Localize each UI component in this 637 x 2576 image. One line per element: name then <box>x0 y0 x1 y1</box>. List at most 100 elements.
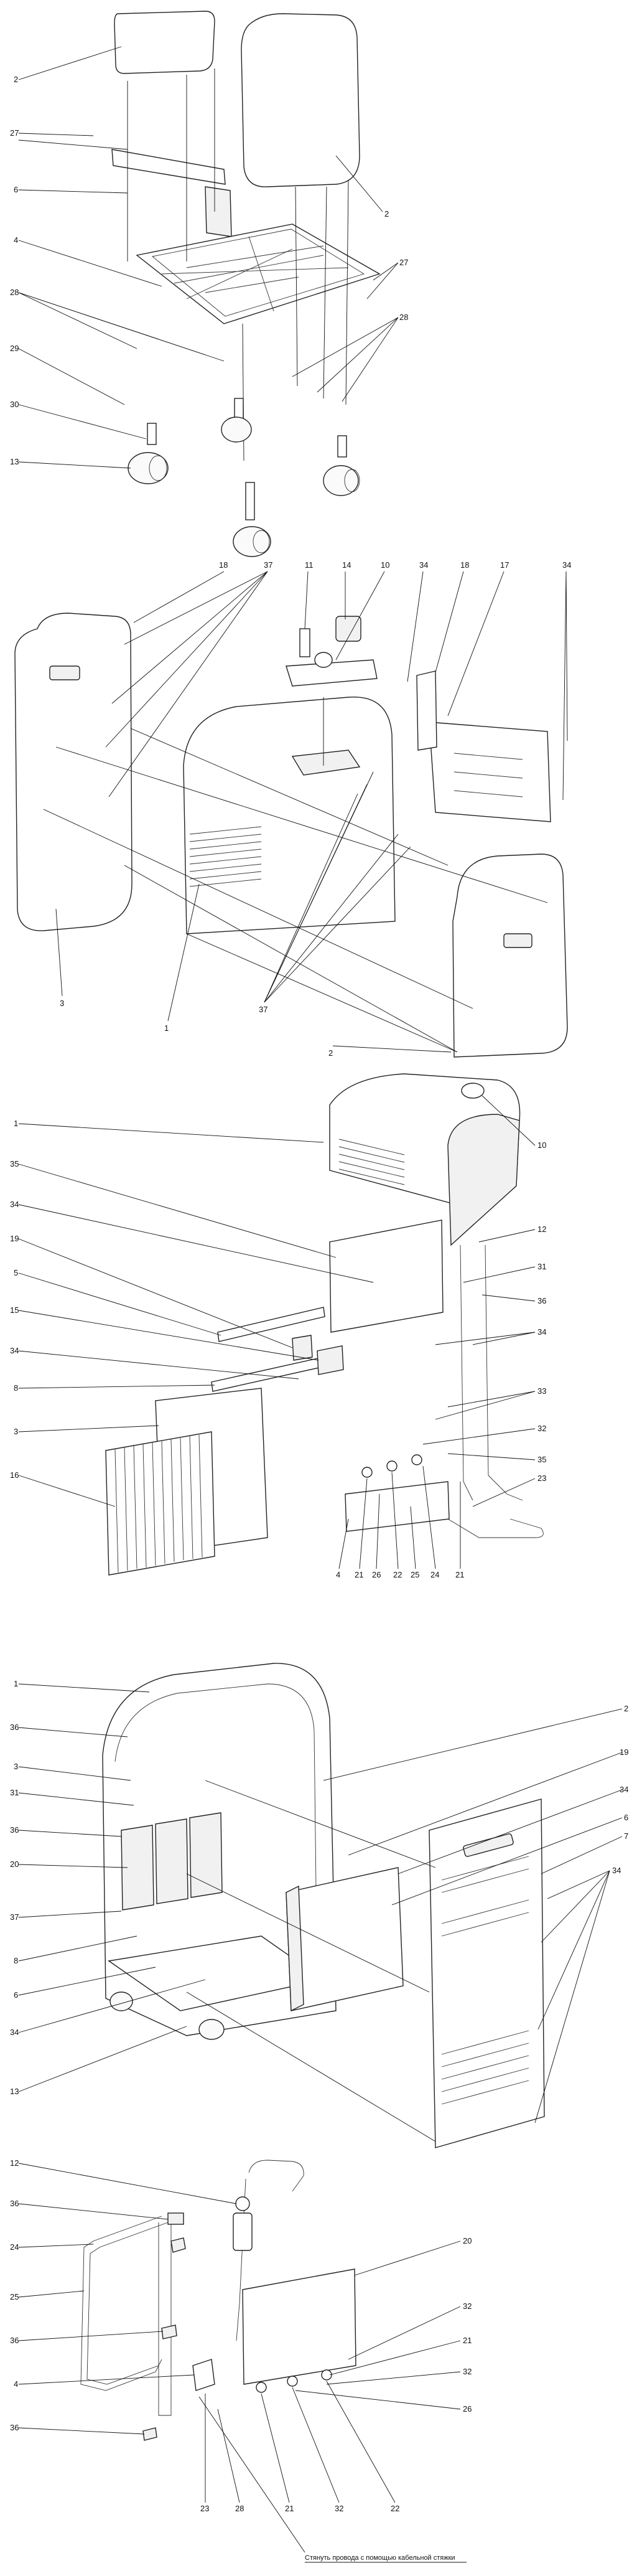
view-3-burner-assembly: 1 35 34 19 5 15 34 8 3 16 10 12 31 36 34… <box>10 1073 546 1579</box>
callout-v4-20: 20 <box>10 1859 19 1869</box>
cable-tie-note: Стянуть провода с помощью кабельной стяж… <box>305 2554 455 2562</box>
safety-grid-wires <box>114 1434 203 1573</box>
callout-v4-13: 13 <box>10 2087 19 2096</box>
back-panel <box>286 1867 404 2011</box>
callout-v3-21b: 21 <box>455 1570 464 1579</box>
assembly-lines-view-2 <box>43 697 548 1053</box>
callout-v4-31: 31 <box>10 1788 19 1797</box>
bracket-plate-flange <box>205 186 232 237</box>
callout-v3-8: 8 <box>14 1383 18 1393</box>
callout-v3-1: 1 <box>14 1119 18 1128</box>
caster-front <box>233 482 271 557</box>
gas-pipe <box>460 1244 523 1501</box>
callout-v5-25: 25 <box>10 2292 19 2301</box>
callout-v4-1: 1 <box>14 1679 18 1688</box>
callout-v2-18a: 18 <box>219 560 228 570</box>
gas-supply-pipe <box>447 1518 544 1538</box>
callout-v4-34a: 34 <box>10 2028 19 2037</box>
vent-slots-central <box>189 826 262 887</box>
callout-v1-27b: 27 <box>399 258 408 267</box>
caster-right <box>323 435 360 496</box>
side-panel-large-right <box>452 853 568 1058</box>
callout-v3-21a: 21 <box>355 1570 363 1579</box>
callout-v4-7: 7 <box>624 1831 628 1841</box>
caster-middle <box>221 398 252 443</box>
base-frame-inner <box>151 228 365 317</box>
callout-v4-34b: 34 <box>620 1785 628 1794</box>
gas-line-vertical <box>158 2222 172 2416</box>
leaders-view-3 <box>18 1095 536 1507</box>
callout-v4-37: 37 <box>10 1912 19 1922</box>
callout-v4-3: 3 <box>14 1762 18 1771</box>
callout-v4-36a: 36 <box>10 1723 19 1732</box>
mounting-plate <box>429 722 551 822</box>
leaders-view-4 <box>18 1683 623 2123</box>
callout-v4-6b: 6 <box>624 1813 628 1822</box>
rear-panel-handle <box>463 1833 514 1857</box>
burner-jets <box>361 1454 422 1478</box>
callout-v2-14: 14 <box>342 560 351 570</box>
bracket-plate <box>111 149 226 185</box>
base-frame-rib <box>161 236 349 312</box>
gas-line-left-inner <box>86 2222 169 2385</box>
callout-v3-22: 22 <box>393 1570 402 1579</box>
callout-v2-2: 2 <box>328 1048 333 1058</box>
callout-v3-16: 16 <box>10 1470 19 1480</box>
callout-v2-11: 11 <box>305 560 314 570</box>
callout-v1-27a: 27 <box>10 128 19 138</box>
callout-v3-31: 31 <box>537 1262 546 1271</box>
gas-line-left <box>80 2216 162 2391</box>
callout-v5-28: 28 <box>235 2504 244 2513</box>
callout-v2-34a: 34 <box>419 560 428 570</box>
callout-v2-37b: 37 <box>259 1005 267 1014</box>
callout-v4-36b: 36 <box>10 1825 19 1835</box>
callout-v1-4: 4 <box>14 235 18 245</box>
callout-v2-34b: 34 <box>562 560 571 570</box>
pipe-clips <box>142 2237 215 2441</box>
leaders-view-5 <box>18 2163 461 2503</box>
callout-v2-1: 1 <box>164 1023 169 1033</box>
callout-v3-25: 25 <box>411 1570 419 1579</box>
cross-bar-lower <box>211 1356 325 1392</box>
callout-v4-19: 19 <box>620 1747 628 1757</box>
rear-panel-vents <box>441 1856 529 2105</box>
bottom-callouts-view-3 <box>338 1465 461 1569</box>
leaders-view-2 <box>55 571 568 1053</box>
vent-slots-top-housing <box>338 1139 405 1185</box>
callout-v3-24: 24 <box>430 1570 439 1579</box>
callout-v1-13: 13 <box>10 457 19 466</box>
callout-v5-22: 22 <box>391 2504 399 2513</box>
heater-body-inner <box>114 1683 318 1993</box>
central-body <box>183 696 396 934</box>
callout-v3-3: 3 <box>14 1427 18 1436</box>
side-panel-handle-left <box>49 665 80 680</box>
callout-v2-37a: 37 <box>264 560 272 570</box>
callout-v5-36a: 36 <box>10 2199 19 2208</box>
view-1-base-assembly: 2 2 27 6 4 28 29 30 13 27 28 <box>10 11 408 557</box>
callout-v1-2a: 2 <box>14 75 18 84</box>
callout-v3-23: 23 <box>537 1474 546 1483</box>
callout-v3-12: 12 <box>537 1225 546 1234</box>
callout-v5-32b: 32 <box>463 2301 472 2311</box>
callout-v4-34c: 34 <box>612 1866 621 1875</box>
callout-v5-12: 12 <box>10 2158 19 2168</box>
view-4-body-assembly: 1 36 3 31 36 20 37 8 6 34 13 2 19 34 6 7… <box>10 1663 628 2148</box>
callout-v2-3: 3 <box>60 999 64 1008</box>
bracket-clip <box>416 670 437 751</box>
bracket-15 <box>317 1345 344 1375</box>
ceramic-burner-panels <box>329 1220 444 1333</box>
side-panel-left <box>114 11 215 74</box>
top-housing-valve <box>461 1083 485 1099</box>
callout-v5-36c: 36 <box>10 2423 19 2432</box>
callout-v3-26: 26 <box>372 1570 381 1579</box>
mounting-plate-slots <box>453 753 523 797</box>
burner-jets-v5 <box>256 2369 332 2393</box>
callout-v3-34a: 34 <box>10 1200 19 1209</box>
callout-v5-21a: 21 <box>285 2504 294 2513</box>
callout-v5-36b: 36 <box>10 2336 19 2345</box>
view-5-gas-line-assembly: 12 36 24 25 36 4 36 23 28 21 32 22 20 32… <box>10 2158 472 2563</box>
callout-v4-2: 2 <box>624 1704 628 1713</box>
rear-panel <box>429 1798 545 2148</box>
callout-v5-23: 23 <box>200 2504 209 2513</box>
